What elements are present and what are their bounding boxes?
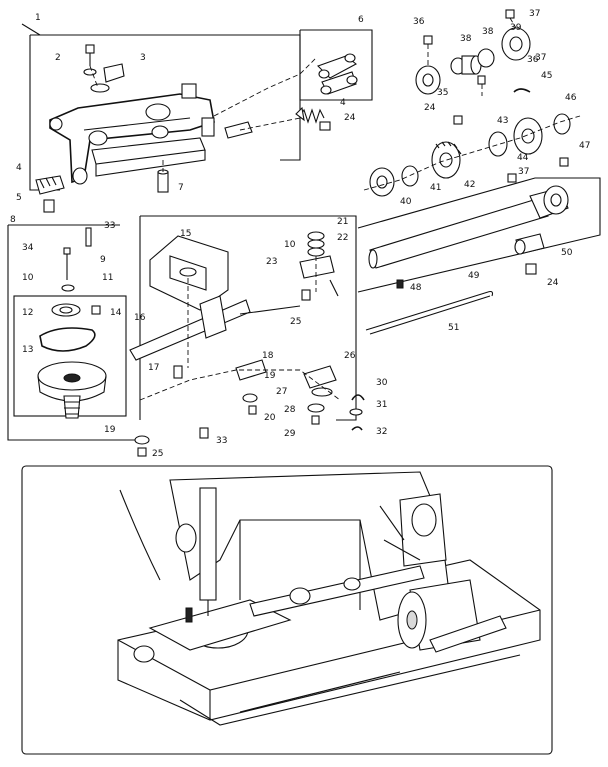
machine-overview — [21, 465, 553, 755]
callout-49: 49 — [468, 271, 480, 281]
callout-43: 43 — [497, 116, 508, 126]
callout-33: 33 — [104, 221, 115, 231]
callout-38: 38 — [482, 27, 494, 37]
shaft-pulley-group — [363, 9, 581, 197]
callout-44: 44 — [517, 153, 529, 163]
callout-34: 34 — [22, 243, 34, 253]
callout-42: 42 — [464, 180, 475, 190]
callout-13: 13 — [22, 345, 33, 355]
callout-36: 36 — [527, 55, 539, 65]
callout-30: 30 — [376, 378, 388, 388]
callout-45: 45 — [541, 71, 552, 81]
callout-37: 37 — [518, 167, 529, 177]
callout-19: 19 — [104, 425, 116, 435]
callout-26: 26 — [344, 351, 356, 361]
callout-24: 24 — [547, 278, 559, 288]
assembly-6-bracket — [299, 29, 373, 101]
callout-16: 16 — [134, 313, 146, 323]
part-4-left-spring — [35, 175, 65, 213]
assembly-1-frame — [21, 23, 317, 193]
callout-17: 17 — [148, 363, 159, 373]
callout-7: 7 — [178, 183, 184, 193]
callout-27: 27 — [276, 387, 287, 397]
callout-33: 33 — [216, 436, 227, 446]
feed-assembly — [129, 215, 365, 457]
callout-10: 10 — [22, 273, 34, 283]
callout-10: 10 — [284, 240, 296, 250]
main-shaft-49 — [357, 177, 601, 293]
callout-15: 15 — [180, 229, 191, 239]
callout-2: 2 — [55, 53, 61, 63]
callout-5: 5 — [16, 193, 22, 203]
callout-32: 32 — [376, 427, 387, 437]
callout-31: 31 — [376, 400, 387, 410]
callout-36: 36 — [413, 17, 425, 27]
callout-23: 23 — [266, 257, 277, 267]
callout-46: 46 — [565, 93, 577, 103]
callout-9: 9 — [100, 255, 106, 265]
callout-6: 6 — [358, 15, 364, 25]
callout-4: 4 — [340, 98, 346, 108]
callout-28: 28 — [284, 405, 296, 415]
callout-35: 35 — [437, 88, 448, 98]
callout-3: 3 — [140, 53, 146, 63]
callout-29: 29 — [284, 429, 296, 439]
callout-21: 21 — [337, 217, 348, 227]
part-4-spring — [295, 106, 331, 131]
callout-48: 48 — [410, 283, 422, 293]
rod-51 — [365, 290, 494, 335]
callout-11: 11 — [102, 273, 113, 283]
callout-37: 37 — [529, 9, 540, 19]
callout-41: 41 — [430, 183, 441, 193]
callout-24: 24 — [424, 103, 436, 113]
callouts: 1 2 3 4 4 5 6 7 8 9 10 10 11 12 13 14 15… — [10, 9, 590, 459]
callout-37: 37 — [535, 53, 546, 63]
callout-25: 25 — [152, 449, 163, 459]
callout-39: 39 — [510, 23, 522, 33]
callout-20: 20 — [264, 413, 276, 423]
callout-19: 19 — [264, 371, 276, 381]
callout-14: 14 — [110, 308, 122, 318]
callout-40: 40 — [400, 197, 412, 207]
callout-38: 38 — [460, 34, 472, 44]
assembly-8-hook — [7, 224, 140, 441]
callout-24: 24 — [344, 113, 356, 123]
callout-50: 50 — [561, 248, 573, 258]
callout-47: 47 — [579, 141, 590, 151]
callout-22: 22 — [337, 233, 348, 243]
callout-1: 1 — [35, 13, 41, 23]
callout-51: 51 — [448, 323, 459, 333]
callout-18: 18 — [262, 351, 274, 361]
callout-4: 4 — [16, 163, 22, 173]
callout-25: 25 — [290, 317, 301, 327]
callout-8: 8 — [10, 215, 16, 225]
callout-12: 12 — [22, 308, 33, 318]
